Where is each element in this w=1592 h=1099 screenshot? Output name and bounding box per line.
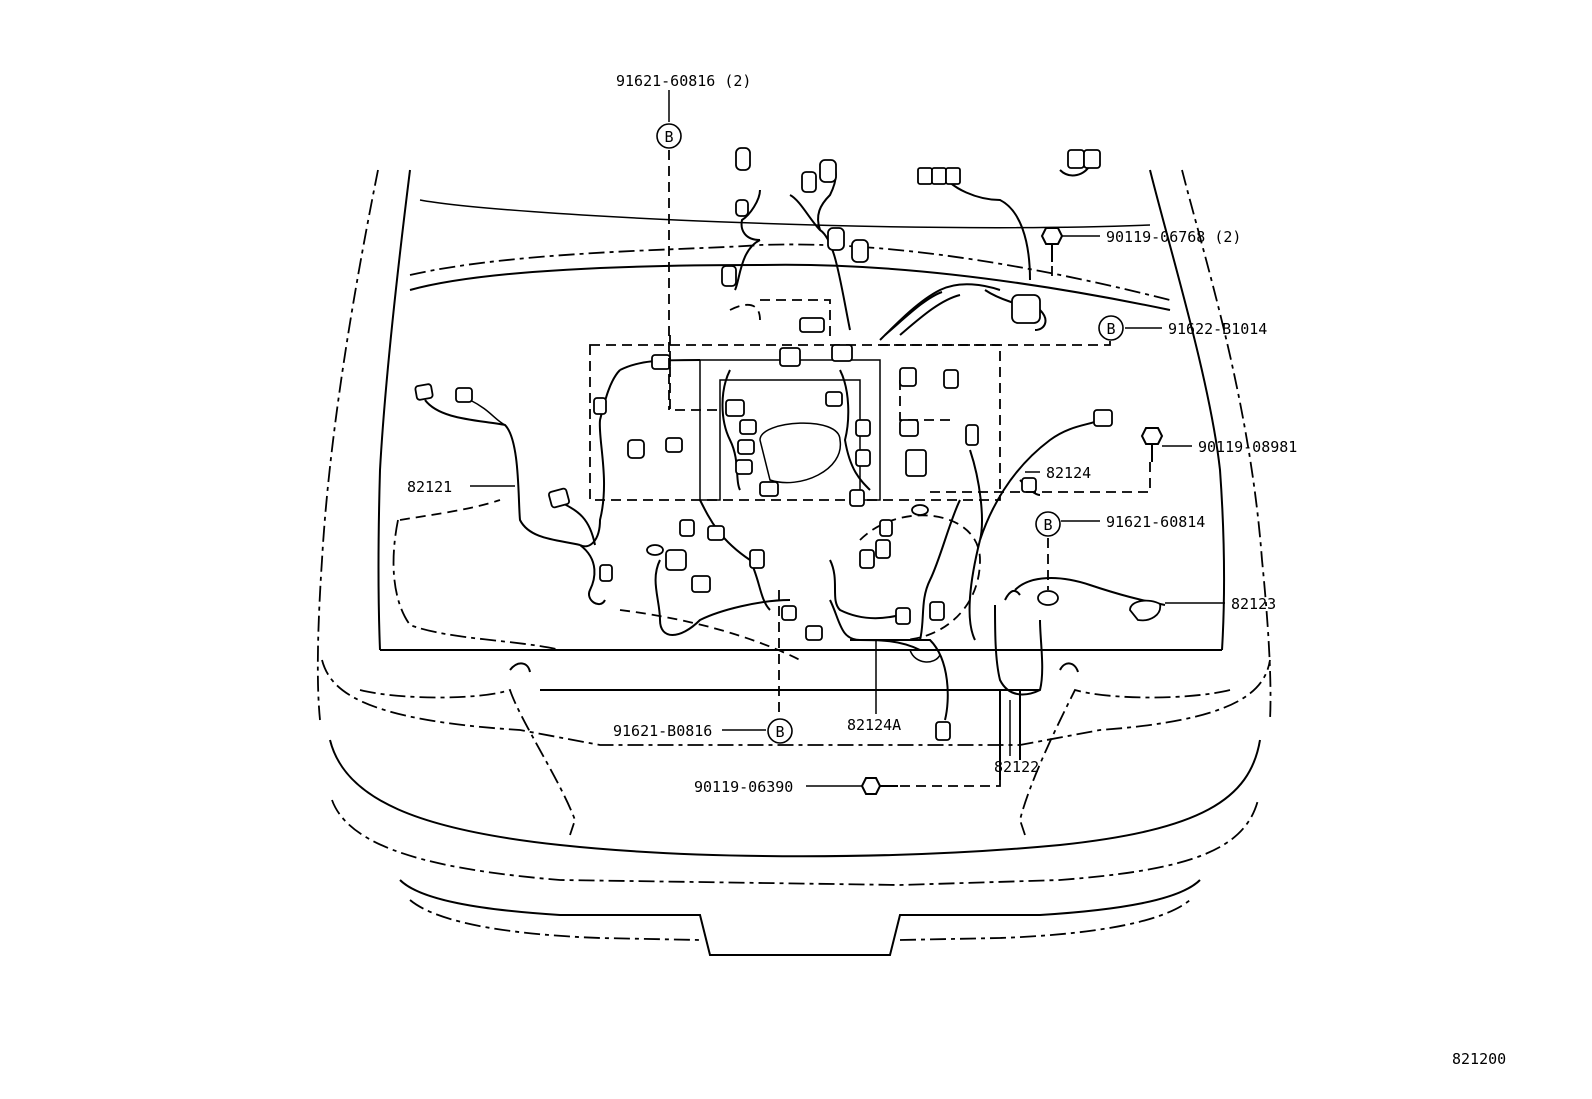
harness-82122 (994, 577, 1166, 780)
harness-82121 (414, 354, 701, 606)
fastener-icons (860, 227, 1164, 795)
marker-b-top-letter: B (664, 128, 673, 146)
vehicle-body-outline (316, 169, 1272, 956)
marker-b-top: B (656, 123, 682, 149)
callout-90119-06768: 90119-06768 (2) (1106, 228, 1241, 246)
callout-leaders (470, 90, 1225, 787)
callout-90119-06390: 90119-06390 (694, 778, 793, 796)
marker-b-right-lower-letter: B (1043, 516, 1052, 534)
callout-91621-60814: 91621-60814 (1106, 513, 1205, 531)
marker-b-bottom-letter: B (775, 723, 784, 741)
bolt-icon-90119-08981 (1140, 427, 1164, 462)
figure-number: 821200 (1452, 1050, 1506, 1068)
callout-91622-b1014: 91622-B1014 (1168, 320, 1267, 338)
marker-b-right-lower: B (1035, 511, 1061, 537)
bolt-icon-90119-06390 (860, 777, 898, 795)
callout-91621-b0816: 91621-B0816 (613, 722, 712, 740)
callout-90119-08981: 90119-08981 (1198, 438, 1297, 456)
marker-b-right-upper: B (1098, 315, 1124, 341)
callout-82123: 82123 (1231, 595, 1276, 613)
callout-82121: 82121 (407, 478, 452, 496)
callout-82124a: 82124A (847, 716, 901, 734)
fastener-leaders (668, 150, 1151, 787)
harness-engine-center (646, 147, 1101, 651)
callout-82124: 82124 (1046, 464, 1091, 482)
bolt-icon-90119-06768 (1040, 227, 1064, 262)
marker-b-bottom: B (767, 718, 793, 744)
callout-91621-60816: 91621-60816 (2) (616, 72, 751, 90)
marker-b-right-upper-letter: B (1106, 320, 1115, 338)
callout-82122: 82122 (994, 758, 1039, 776)
